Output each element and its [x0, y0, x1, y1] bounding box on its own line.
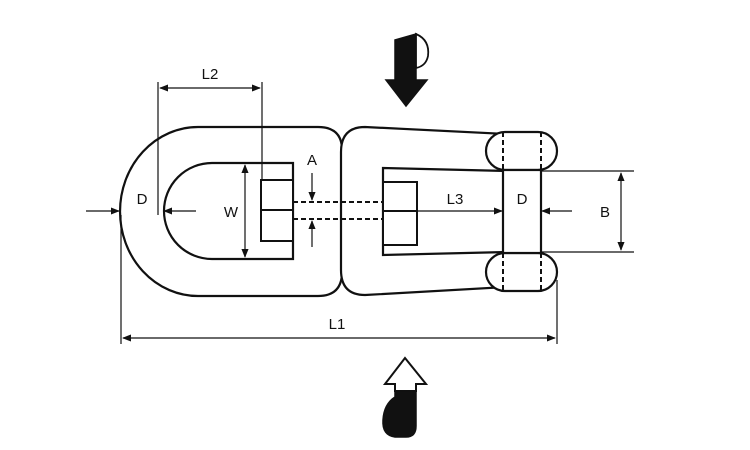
label-a: A [307, 152, 317, 169]
dimension-b [541, 170, 634, 253]
label-w: W [224, 204, 239, 221]
dimension-l2 [157, 82, 263, 215]
eye-nut [260, 179, 294, 242]
label-b: B [600, 204, 610, 221]
pin-top-boss [484, 130, 559, 172]
label-d-eye: D [137, 191, 148, 208]
label-l1: L1 [329, 316, 346, 333]
label-d-pin: D [517, 191, 528, 208]
pin-body [501, 168, 543, 255]
curved-arrow-down-icon [384, 32, 430, 108]
curved-arrow-up-icon [382, 356, 429, 438]
hidden-shaft [293, 201, 383, 220]
label-l3: L3 [447, 191, 464, 208]
pin-hidden-lines [502, 132, 542, 291]
jaw-nut [382, 181, 418, 246]
dimension-l1 [120, 215, 558, 344]
pin-bottom-boss [484, 251, 559, 293]
label-l2: L2 [202, 66, 219, 83]
